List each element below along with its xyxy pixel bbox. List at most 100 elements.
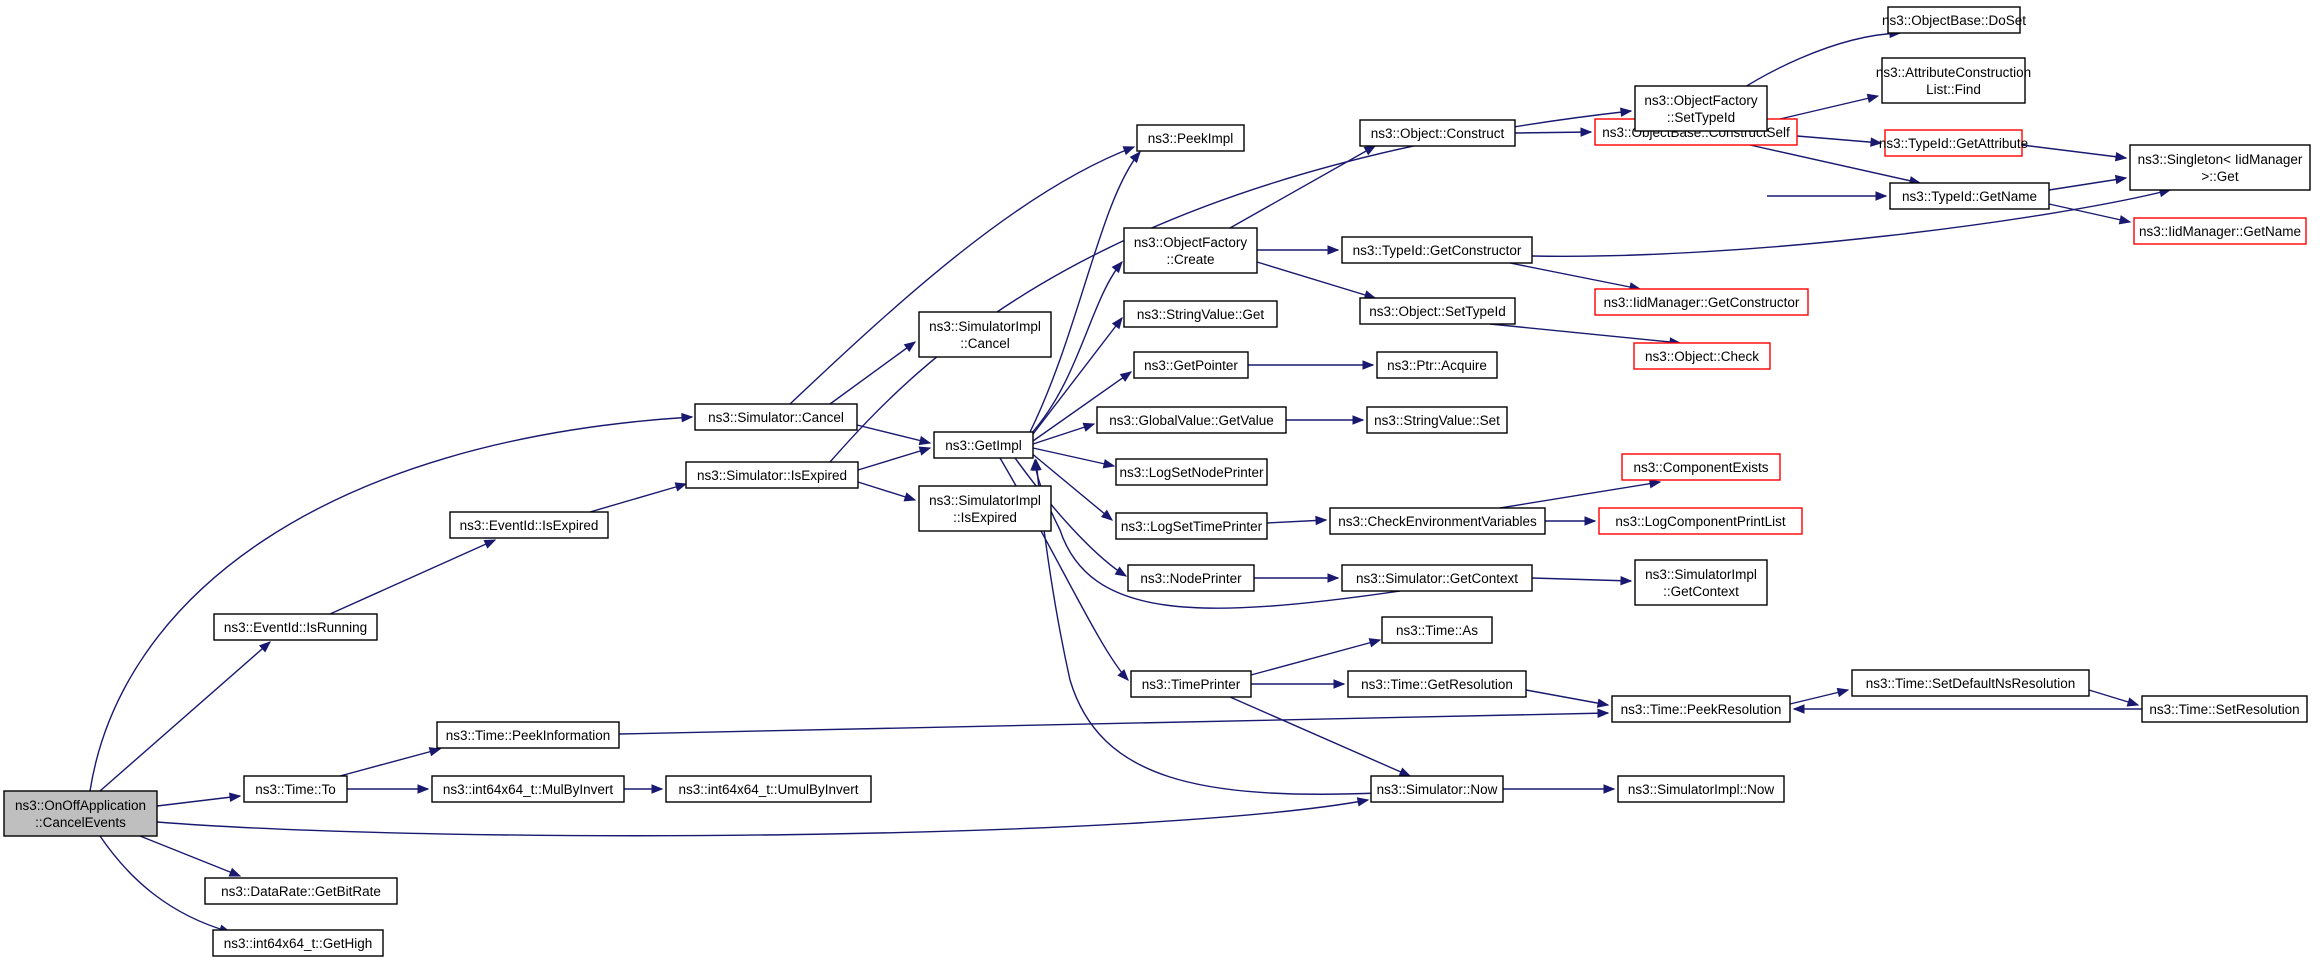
node-typeid-getconstructor[interactable]: ns3::TypeId::GetConstructor — [1341, 236, 1533, 264]
node-box — [1634, 85, 1768, 132]
node-label: ns3::Time::PeekResolution — [1621, 702, 1782, 717]
edge-line — [1032, 423, 1095, 445]
edge-arrowhead — [1362, 360, 1375, 370]
node-box — [1123, 227, 1258, 274]
edge-arrowhead — [1100, 509, 1114, 521]
node-eventid-isexpired[interactable]: ns3::EventId::IsExpired — [449, 511, 609, 539]
node-objectbase-doset[interactable]: ns3::ObjectBase::DoSet — [1882, 6, 2026, 34]
edge-line — [1531, 577, 1632, 582]
node-label: ns3::LogSetNodePrinter — [1119, 465, 1264, 480]
edge-root-to-eventid_isrunning — [99, 641, 272, 792]
edge-arrowhead — [1327, 245, 1340, 255]
node-time-setresolution[interactable]: ns3::Time::SetResolution — [2141, 695, 2308, 723]
node-iidmanager-getname[interactable]: ns3::IidManager::GetName — [2133, 217, 2307, 245]
node-box — [1881, 57, 2026, 104]
edge-objectbase_constructself-to-attributeconstructionlist_find — [1779, 93, 1880, 120]
node-box — [1366, 406, 1508, 434]
node-time-getresolution[interactable]: ns3::Time::GetResolution — [1347, 670, 1527, 698]
node-objectfactory-settypeid[interactable]: ns3::ObjectFactory::SetTypeId — [1634, 85, 1768, 132]
node-typeid-getname[interactable]: ns3::TypeId::GetName — [1889, 182, 2050, 210]
node-int64-umulbyinvert[interactable]: ns3::int64x64_t::UmulByInvert — [665, 775, 872, 803]
edge-line — [789, 146, 1135, 405]
node-simulator-cancel[interactable]: ns3::Simulator::Cancel — [694, 403, 858, 431]
node-logsetnodeprinter[interactable]: ns3::LogSetNodePrinter — [1115, 458, 1268, 486]
node-checkenvironmentvariables[interactable]: ns3::CheckEnvironmentVariables — [1329, 507, 1546, 535]
node-object-construct[interactable]: ns3::Object::Construct — [1359, 119, 1516, 147]
node-time-to[interactable]: ns3::Time::To — [243, 775, 348, 803]
node-label: ns3::GetPointer — [1144, 358, 1238, 373]
node-eventid-isrunning[interactable]: ns3::EventId::IsRunning — [213, 613, 378, 641]
node-box — [1115, 458, 1268, 486]
node-box — [1887, 6, 2021, 34]
node-singleton-get[interactable]: ns3::Singleton< IidManager >::Get — [2129, 144, 2311, 191]
node-box — [694, 403, 858, 431]
node-box — [1136, 124, 1245, 152]
edge-simulator_now-to-simulatorimpl_now — [1503, 784, 1616, 794]
edge-root-to-time_to — [156, 792, 242, 807]
node-typeid-getattribute[interactable]: ns3::TypeId::GetAttribute — [1879, 129, 2028, 157]
node-timeprinter[interactable]: ns3::TimePrinter — [1130, 670, 1252, 698]
node-stringvalue-get[interactable]: ns3::StringValue::Get — [1123, 300, 1278, 328]
edge-line — [1034, 459, 1401, 609]
edge-arrowhead — [1875, 191, 1888, 201]
node-box — [1123, 300, 1278, 328]
node-label: ns3::Time::SetDefaultNsResolution — [1866, 676, 2076, 691]
node-getimpl[interactable]: ns3::GetImpl — [933, 431, 1034, 459]
node-label: ::IsExpired — [953, 510, 1017, 525]
edge-line — [1256, 261, 1376, 299]
node-label: ns3::ComponentExists — [1633, 460, 1768, 475]
node-int64-mulbyinvert[interactable]: ns3::int64x64_t::MulByInvert — [431, 775, 625, 803]
edge-arrowhead — [1111, 260, 1123, 274]
node-componentexists[interactable]: ns3::ComponentExists — [1621, 453, 1781, 481]
edge-line — [829, 341, 916, 405]
edge-line — [1035, 459, 1381, 795]
edge-getimpl-to-peekimpl — [1029, 150, 1141, 433]
node-label: ns3::Object::Check — [1645, 349, 1759, 364]
edge-arrowhead — [918, 446, 932, 456]
node-simulatorimpl-now[interactable]: ns3::SimulatorImpl::Now — [1617, 775, 1785, 803]
edge-simulator_cancel-to-simulatorimpl_cancel — [829, 341, 917, 405]
node-box — [1634, 559, 1768, 606]
node-ptr-acquire[interactable]: ns3::Ptr::Acquire — [1376, 351, 1498, 379]
node-simulatorimpl-cancel[interactable]: ns3::SimulatorImpl::Cancel — [918, 311, 1052, 358]
node-simulator-now[interactable]: ns3::Simulator::Now — [1370, 775, 1504, 803]
node-logcomponentprintlist[interactable]: ns3::LogComponentPrintList — [1598, 507, 1803, 535]
node-logsettimeprinter[interactable]: ns3::LogSetTimePrinter — [1115, 512, 1268, 540]
node-time-peekinformation[interactable]: ns3::Time::PeekInformation — [436, 721, 620, 749]
node-globalvalue-getvalue[interactable]: ns3::GlobalValue::GetValue — [1096, 406, 1287, 434]
edge-line — [1029, 151, 1141, 433]
edge-object_construct-to-objectbase_constructself — [1514, 127, 1593, 137]
edge-line — [1014, 457, 1127, 577]
node-nodeprinter[interactable]: ns3::NodePrinter — [1127, 564, 1255, 592]
node-object-settypeid[interactable]: ns3::Object::SetTypeId — [1359, 297, 1516, 325]
edge-getimpl-to-logsettimeprinter — [1029, 451, 1114, 521]
node-simulatorimpl-isexpired[interactable]: ns3::SimulatorImpl::IsExpired — [918, 485, 1052, 532]
node-int64-gethigh[interactable]: ns3::int64x64_t::GetHigh — [212, 929, 384, 957]
node-simulator-getcontext[interactable]: ns3::Simulator::GetContext — [1341, 564, 1533, 592]
edge-line — [1229, 145, 1376, 229]
node-object-check[interactable]: ns3::Object::Check — [1633, 342, 1771, 370]
node-getpointer[interactable]: ns3::GetPointer — [1133, 351, 1249, 379]
node-time-setdefaultnsresolution[interactable]: ns3::Time::SetDefaultNsResolution — [1851, 669, 2090, 697]
node-simulatorimpl-getcontext[interactable]: ns3::SimulatorImpl::GetContext — [1634, 559, 1768, 606]
node-stringvalue-set[interactable]: ns3::StringValue::Set — [1366, 406, 1508, 434]
edge-line — [1514, 131, 1592, 134]
edge-arrowhead — [1580, 127, 1593, 137]
node-label: ns3::GlobalValue::GetValue — [1109, 413, 1274, 428]
node-simulator-isexpired[interactable]: ns3::Simulator::IsExpired — [685, 461, 859, 489]
edge-line — [99, 835, 231, 933]
edge-arrowhead — [1122, 146, 1136, 156]
node-objectfactory-create[interactable]: ns3::ObjectFactory::Create — [1123, 227, 1258, 274]
edge-arrowhead — [1620, 575, 1633, 586]
node-root[interactable]: ns3::OnOffApplication::CancelEvents — [3, 790, 158, 837]
edge-objectfactory_create-to-object_construct — [1229, 145, 1377, 229]
node-box — [2129, 144, 2311, 191]
edge-line — [1229, 696, 1411, 777]
node-box — [1376, 351, 1498, 379]
node-datarate-getbitrate[interactable]: ns3::DataRate::GetBitRate — [204, 877, 398, 905]
node-peekimpl[interactable]: ns3::PeekImpl — [1136, 124, 1245, 152]
node-iidmanager-getconstructor[interactable]: ns3::IidManager::GetConstructor — [1594, 288, 1809, 316]
node-time-peekresolution[interactable]: ns3::Time::PeekResolution — [1611, 695, 1791, 723]
node-time-as[interactable]: ns3::Time::As — [1381, 616, 1493, 644]
